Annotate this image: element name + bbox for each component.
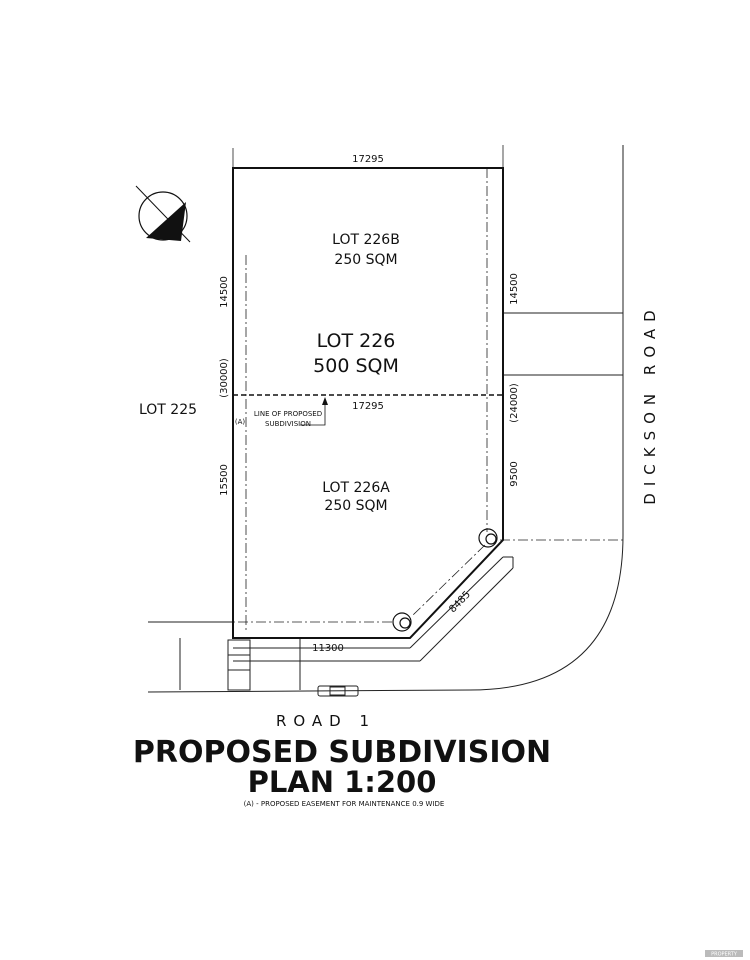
lot-226a-area: 250 SQM xyxy=(324,498,387,514)
plan-footnote: (A) - PROPOSED EASEMENT FOR MAINTENANCE … xyxy=(244,800,445,808)
watermark-badge xyxy=(705,950,743,957)
subdivision-note-line2: SUBDIVISION xyxy=(265,420,311,428)
lot-boundary xyxy=(232,167,504,639)
dim-top: 17295 xyxy=(352,154,384,165)
road-linework xyxy=(147,145,624,697)
plan-title: PROPOSED SUBDIVISION xyxy=(133,735,551,770)
lot-226a-name: LOT 226A xyxy=(322,480,390,496)
dim-left-lower: 15500 xyxy=(219,464,230,496)
dim-left-total: (30000) xyxy=(219,358,230,398)
dim-right-total: (24000) xyxy=(509,383,520,423)
subdivision-leader xyxy=(300,397,328,426)
road-dickson-label: DICKSON ROAD xyxy=(641,303,659,504)
lot-226b-area: 250 SQM xyxy=(334,252,397,268)
lot-226b-name: LOT 226B xyxy=(332,232,400,248)
easement-circles xyxy=(392,528,498,632)
easement-marker: (A) xyxy=(235,418,246,426)
extension-lines xyxy=(232,145,504,168)
lot-226-name: LOT 226 xyxy=(317,330,396,352)
dim-middle: 17295 xyxy=(352,401,384,412)
plan-scale: PLAN 1:200 xyxy=(248,765,437,799)
lot-225-name: LOT 225 xyxy=(139,402,197,418)
easement-lines xyxy=(148,168,623,630)
north-arrow-icon xyxy=(135,185,191,243)
subdivision-note-line1: LINE OF PROPOSED xyxy=(254,410,322,418)
dim-left-upper: 14500 xyxy=(219,276,230,308)
dim-right-upper: 14500 xyxy=(509,273,520,305)
dim-bottom: 11300 xyxy=(312,643,344,654)
lot-226-area: 500 SQM xyxy=(313,355,399,377)
road-1-label: ROAD 1 xyxy=(276,712,376,730)
watermark-text: PROPERTY xyxy=(711,952,738,958)
dim-right-lower: 9500 xyxy=(509,461,520,486)
